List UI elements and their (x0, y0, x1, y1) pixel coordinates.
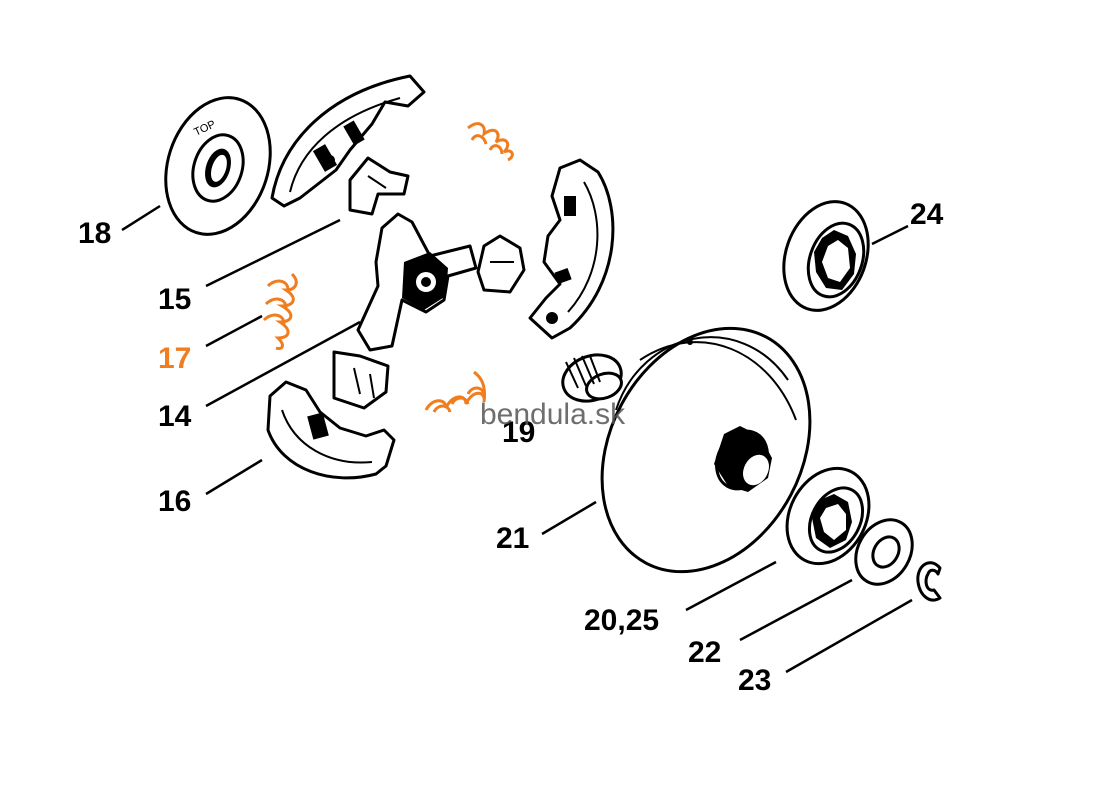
label-15: 15 (158, 283, 191, 316)
leader-14 (205, 320, 361, 408)
label-14: 14 (158, 400, 192, 433)
label-20-25: 20,25 (584, 604, 659, 637)
part-17-spring-lower[interactable] (424, 370, 486, 413)
label-17: 17 (158, 342, 191, 375)
leader-18 (121, 204, 161, 232)
leader-24 (871, 224, 909, 246)
watermark-text: bendula.sk (480, 398, 626, 431)
spring-coil (467, 122, 514, 162)
part-24-rim-sprocket[interactable] (769, 190, 882, 323)
label-24: 24 (910, 198, 944, 231)
leader-16 (205, 458, 263, 496)
part-17-spring-left[interactable] (262, 272, 298, 350)
part-23-e-clip[interactable] (916, 561, 942, 602)
part-21-clutch-drum[interactable] (561, 292, 851, 608)
label-16: 16 (158, 485, 191, 518)
label-22: 22 (688, 636, 721, 669)
label-21: 21 (496, 522, 529, 555)
part-20-25-rim-sprocket[interactable] (771, 454, 885, 578)
label-18: 18 (78, 217, 111, 250)
part-17-spring-top[interactable] (467, 122, 514, 162)
leader-15 (205, 218, 341, 288)
leader-22 (739, 578, 853, 642)
part-19-needle-cage[interactable] (556, 347, 627, 409)
leader-23 (785, 598, 913, 674)
label-23: 23 (738, 664, 771, 697)
leader-17 (205, 314, 263, 348)
part-16-clutch-shoe[interactable] (266, 380, 396, 480)
part-15-insert[interactable] (348, 156, 410, 216)
part-clutch-shoe-right[interactable] (528, 158, 615, 340)
part-clutch-shoe-upper[interactable] (270, 74, 426, 208)
part-22-washer[interactable] (844, 510, 923, 595)
leader-20-25 (685, 560, 777, 612)
part-18-washer[interactable]: TOP (149, 84, 287, 248)
part-shoe-insert-lower[interactable] (332, 350, 390, 410)
label-19: 19 (502, 416, 535, 449)
leader-21 (541, 500, 597, 536)
part-shoe-insert-right[interactable] (476, 234, 526, 294)
part-14-clutch-carrier[interactable] (356, 212, 478, 352)
